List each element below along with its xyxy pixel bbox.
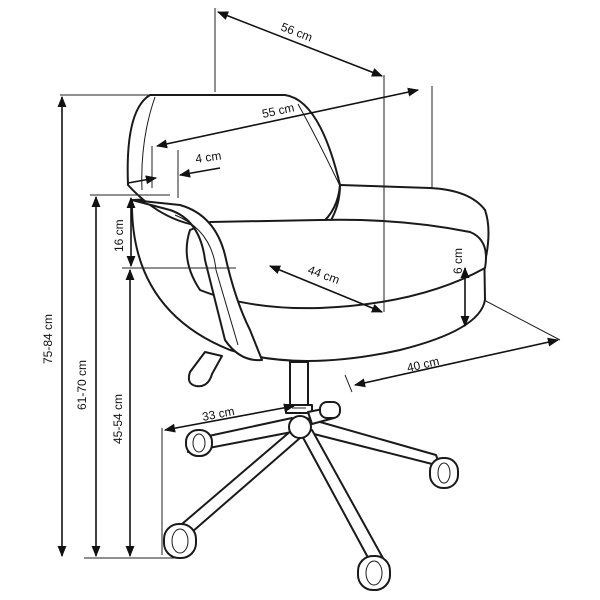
base-leg-front-right <box>299 429 385 566</box>
dim-line-width-seat-back <box>155 87 420 149</box>
label-back-cushion: 16 cm <box>112 219 126 252</box>
label-armrest-height: 6 cm <box>451 248 465 274</box>
dim-line-width-top <box>216 11 384 77</box>
armrest-left-seam <box>174 214 239 346</box>
dim-line-seat-depth <box>268 265 384 313</box>
dim-line-base-depth <box>353 337 560 388</box>
dim-line-base-radius <box>163 403 296 433</box>
label-back-thickness: 4 cm <box>194 148 222 165</box>
seat-cushion <box>185 218 487 310</box>
label-seat-height: 45-54 cm <box>111 394 125 444</box>
tilt-lever <box>187 351 223 388</box>
caster-wheel-left <box>185 429 213 457</box>
armrest-left <box>131 199 263 362</box>
base-hub <box>288 415 312 439</box>
chair-illustration <box>126 94 490 591</box>
dim-line-back-thickness <box>127 175 158 185</box>
label-armrest-floor-height: 61-70 cm <box>75 360 89 410</box>
caster-wheel-front-right <box>357 555 391 591</box>
dimension-arrows <box>57 11 560 558</box>
label-width-seat-back: 55 cm <box>261 100 296 120</box>
dim-line-back-thickness-2 <box>178 167 221 178</box>
label-total-height: 75-84 cm <box>41 314 55 364</box>
dimension-labels: 56 cm 55 cm 4 cm 16 cm 6 cm 44 cm 40 cm … <box>41 20 465 444</box>
caster-wheel-front-left <box>163 523 197 559</box>
label-base-depth: 40 cm <box>406 354 441 375</box>
label-base-radius: 33 cm <box>201 404 236 424</box>
caster-wheel-right <box>429 457 459 489</box>
label-width-top: 56 cm <box>279 20 315 45</box>
caster-wheel-back <box>319 401 341 419</box>
